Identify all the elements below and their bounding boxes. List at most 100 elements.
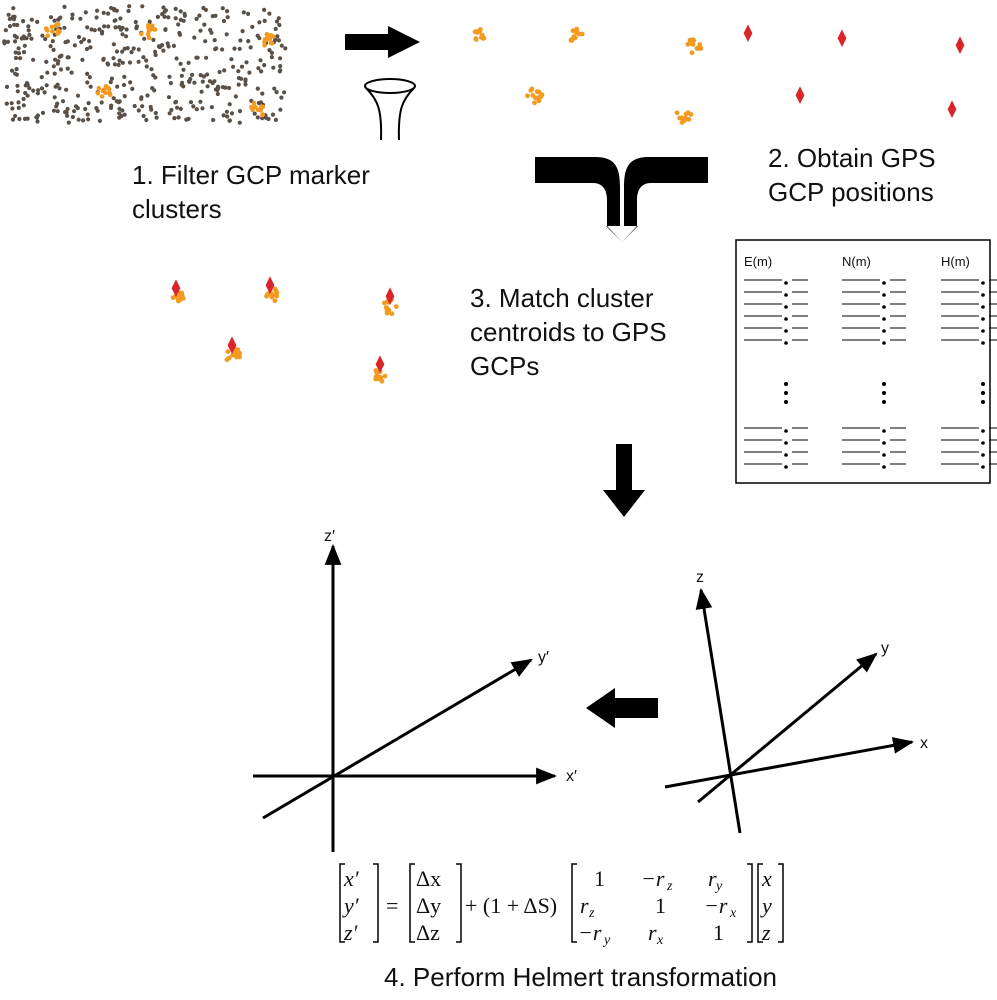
cloud-point (225, 114, 230, 119)
cloud-point (3, 28, 8, 33)
cloud-point (273, 117, 278, 122)
cloud-point (14, 35, 19, 40)
cloud-point (200, 79, 205, 84)
cloud-point (52, 71, 57, 76)
cloud-point (113, 25, 118, 30)
cloud-point (106, 24, 111, 29)
cloud-point (5, 39, 11, 44)
axis-z-label: z (696, 569, 704, 586)
cloud-point (86, 117, 91, 122)
equation-brackets (339, 863, 784, 943)
cloud-point (154, 115, 159, 120)
cloud-point (190, 72, 195, 77)
cloud-point (172, 116, 177, 121)
table-row-dot (784, 329, 788, 333)
cloud-point (256, 66, 261, 71)
marker-dot (253, 104, 258, 110)
cloud-point (283, 46, 288, 51)
table-row-dot (784, 317, 788, 321)
cloud-point (273, 37, 278, 43)
cloud-point (36, 88, 41, 93)
cloud-point (201, 74, 206, 79)
table-row-dot (784, 465, 788, 469)
cloud-point (15, 22, 20, 28)
helmert-equation: x′ y′ z′ = Δx Δy Δz + (1 + ΔS) 1 −r z r … (339, 863, 784, 948)
cloud-point (10, 14, 15, 20)
col-e-label: E(m) (744, 254, 772, 269)
gps-markers (743, 24, 965, 118)
axis-x-prime-label: x′ (566, 768, 577, 785)
cloud-point (203, 7, 208, 12)
cloud-point (151, 37, 156, 43)
table-row-dot (882, 317, 886, 321)
marker-dot (176, 298, 181, 304)
cloud-point (197, 13, 202, 18)
lhs-y: y′ (342, 893, 360, 918)
cloud-point (25, 93, 30, 98)
cloud-point (35, 91, 41, 96)
step-4-label: 4. Perform Helmert transformation (384, 962, 778, 992)
table-row-dot (981, 317, 985, 321)
cloud-point (220, 47, 225, 52)
cloud-point (35, 19, 40, 24)
marker-dot (226, 355, 232, 361)
marker-dot (264, 293, 269, 299)
marker-dot (270, 292, 276, 297)
marker-dot (691, 38, 697, 43)
cloud-point (53, 57, 58, 62)
rot-3-1: −r (578, 920, 602, 945)
marker-dot (690, 42, 696, 47)
table-row-dot (882, 329, 886, 333)
cloud-point (48, 15, 54, 20)
marker-dot (139, 31, 144, 37)
source-axes (664, 587, 915, 834)
cloud-point (35, 119, 40, 124)
cloud-point (166, 44, 171, 49)
marker-dot (572, 35, 578, 41)
gps-marker-icon (837, 29, 847, 47)
cloud-point (124, 27, 129, 32)
marker-cluster (262, 32, 276, 48)
merge-arrow (535, 157, 708, 242)
cloud-point (9, 68, 15, 73)
cloud-point (55, 61, 60, 66)
cloud-point (111, 56, 116, 61)
cloud-point (94, 106, 99, 111)
filter-arrow (345, 26, 420, 58)
cloud-point (212, 79, 217, 84)
rot-2-3: −r (704, 893, 728, 918)
marker-dot (269, 41, 275, 46)
target-axes (253, 543, 558, 852)
cloud-point (58, 67, 64, 72)
cloud-point (16, 51, 22, 56)
cloud-point (232, 46, 237, 51)
cloud-point (51, 47, 56, 53)
cloud-point (88, 84, 93, 89)
cloud-point (12, 22, 17, 27)
cloud-point (22, 43, 27, 48)
cloud-point (237, 46, 242, 51)
rot-2-3-sub: x (729, 906, 737, 921)
cloud-point (247, 70, 252, 75)
cloud-point (85, 25, 90, 30)
cloud-point (97, 27, 102, 32)
cloud-point (109, 76, 114, 81)
table-row-dot (981, 305, 985, 309)
table-row-dot (784, 429, 788, 433)
cloud-point (95, 8, 100, 13)
cloud-point (26, 28, 31, 33)
cloud-point (81, 118, 86, 123)
cloud-point (223, 85, 228, 90)
cloud-point (198, 99, 203, 104)
cloud-point (173, 16, 178, 21)
marker-cluster (373, 368, 388, 384)
table-row-dot (882, 429, 886, 433)
marker-cluster (95, 84, 113, 99)
cloud-point (122, 94, 127, 99)
cloud-point (27, 86, 32, 91)
cloud-point (18, 56, 23, 61)
cloud-point (2, 39, 7, 44)
cloud-point (142, 36, 147, 41)
marker-dot (96, 85, 102, 91)
cloud-point (109, 5, 114, 11)
